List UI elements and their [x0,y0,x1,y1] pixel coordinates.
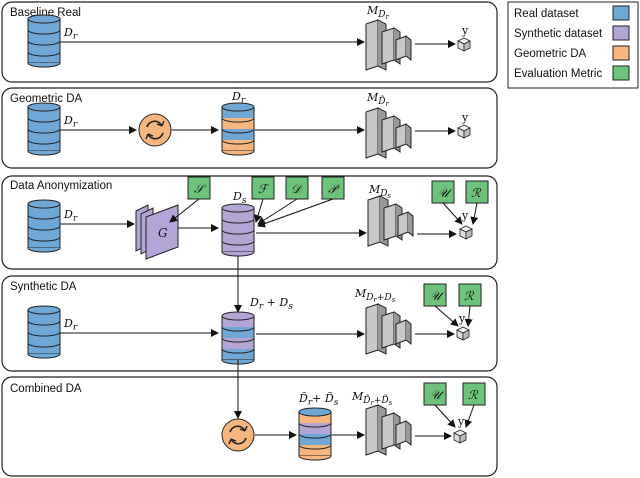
db-real-p3 [27,199,61,253]
metric-u-label-p4: 𝒰 [430,289,444,303]
panel-title-anonymization: Data Anonymization [10,180,112,192]
label-m-p3: MDs [368,183,391,200]
db-augmented-p2 [221,102,255,156]
model-p3 [367,195,414,247]
db-synthetic-p3 [221,203,255,257]
panel-title-synthetic: Synthetic DA [10,281,77,293]
label-dr-p4: Dr [63,317,78,333]
output-cube-p4 [456,326,470,341]
label-dr-ds-tilde-p5: D̃r+ D̃s [298,392,339,408]
label-m-p2: MD̃r [366,91,389,108]
model-p2 [365,107,412,159]
label-ds-p3: Ds [232,190,247,206]
db-real-p4 [27,305,61,359]
arrow-r-to-y-p3 [470,202,479,225]
legend-label-metric: Evaluation Metric [514,68,602,80]
generator-label: G [158,226,168,240]
metric-d-label: 𝒟 [291,182,303,196]
legend-swatch-synthetic [612,25,630,41]
db-combined-p5 [298,407,332,461]
metric-u-label-p3: 𝒰 [438,186,452,200]
label-dr-tilde-p2: Dr [231,90,246,106]
metric-u-label-p5: 𝒰 [430,388,444,402]
arrow-p-to-db [257,198,334,228]
model-p5 [365,404,412,456]
arrow-u-to-y-p3 [442,202,463,225]
arrow-s-to-gen [169,198,200,223]
arrow-d-to-db [257,198,298,225]
legend-swatch-metric [612,65,630,81]
label-m-p4: MDr+Ds [354,287,396,304]
label-m-p5: MD̃r+D̃s [351,390,393,407]
label-dr-p3: Dr [63,208,78,224]
db-real-p1 [27,14,61,68]
legend-swatch-real [612,5,630,21]
db-real-p2 [27,102,61,156]
panel-title-baseline: Baseline Real [10,7,81,19]
label-dr-p1: Dr [63,26,78,42]
arrow-r-to-y-p5 [464,404,475,428]
arrow-r-to-y-p4 [464,305,473,327]
model-p1 [365,19,412,71]
metric-r-label-p5: ℛ [468,388,479,402]
legend-label-real: Real dataset [514,8,579,20]
label-y-p5: y [457,415,465,428]
arrow-u-to-y-p4 [434,305,459,327]
label-m-p1: MDr [366,4,389,21]
label-y-p1: y [461,24,469,37]
label-y-p2: y [461,111,469,124]
output-cube-p5 [453,429,467,444]
output-cube-p3 [459,225,473,240]
legend-label-synthetic: Synthetic dataset [514,28,603,40]
geometric-aug-icon-p2 [138,113,172,147]
label-y-p3: y [461,209,469,222]
metric-f-label: ℱ [258,182,270,196]
legend-swatch-geometric [612,45,630,61]
panel-title-combined: Combined DA [10,383,82,395]
legend: Real dataset Synthetic dataset Geometric… [507,1,639,89]
output-cube-p2 [457,124,471,139]
db-combined-p4 [221,311,255,365]
geometric-aug-icon-p5 [221,418,255,452]
label-dr-plus-ds-p4: Dr + Ds [249,296,293,312]
metric-r-label-p3: ℛ [471,186,482,200]
model-p4 [365,303,412,355]
panel-title-geometric: Geometric DA [10,93,83,105]
arrow-u-to-y-p5 [434,404,456,428]
output-cube-p1 [457,37,471,52]
legend-label-geometric: Geometric DA [514,48,587,60]
label-dr-p2: Dr [63,114,78,130]
label-y-p4: y [458,312,466,325]
metric-r-label-p4: ℛ [464,289,475,303]
